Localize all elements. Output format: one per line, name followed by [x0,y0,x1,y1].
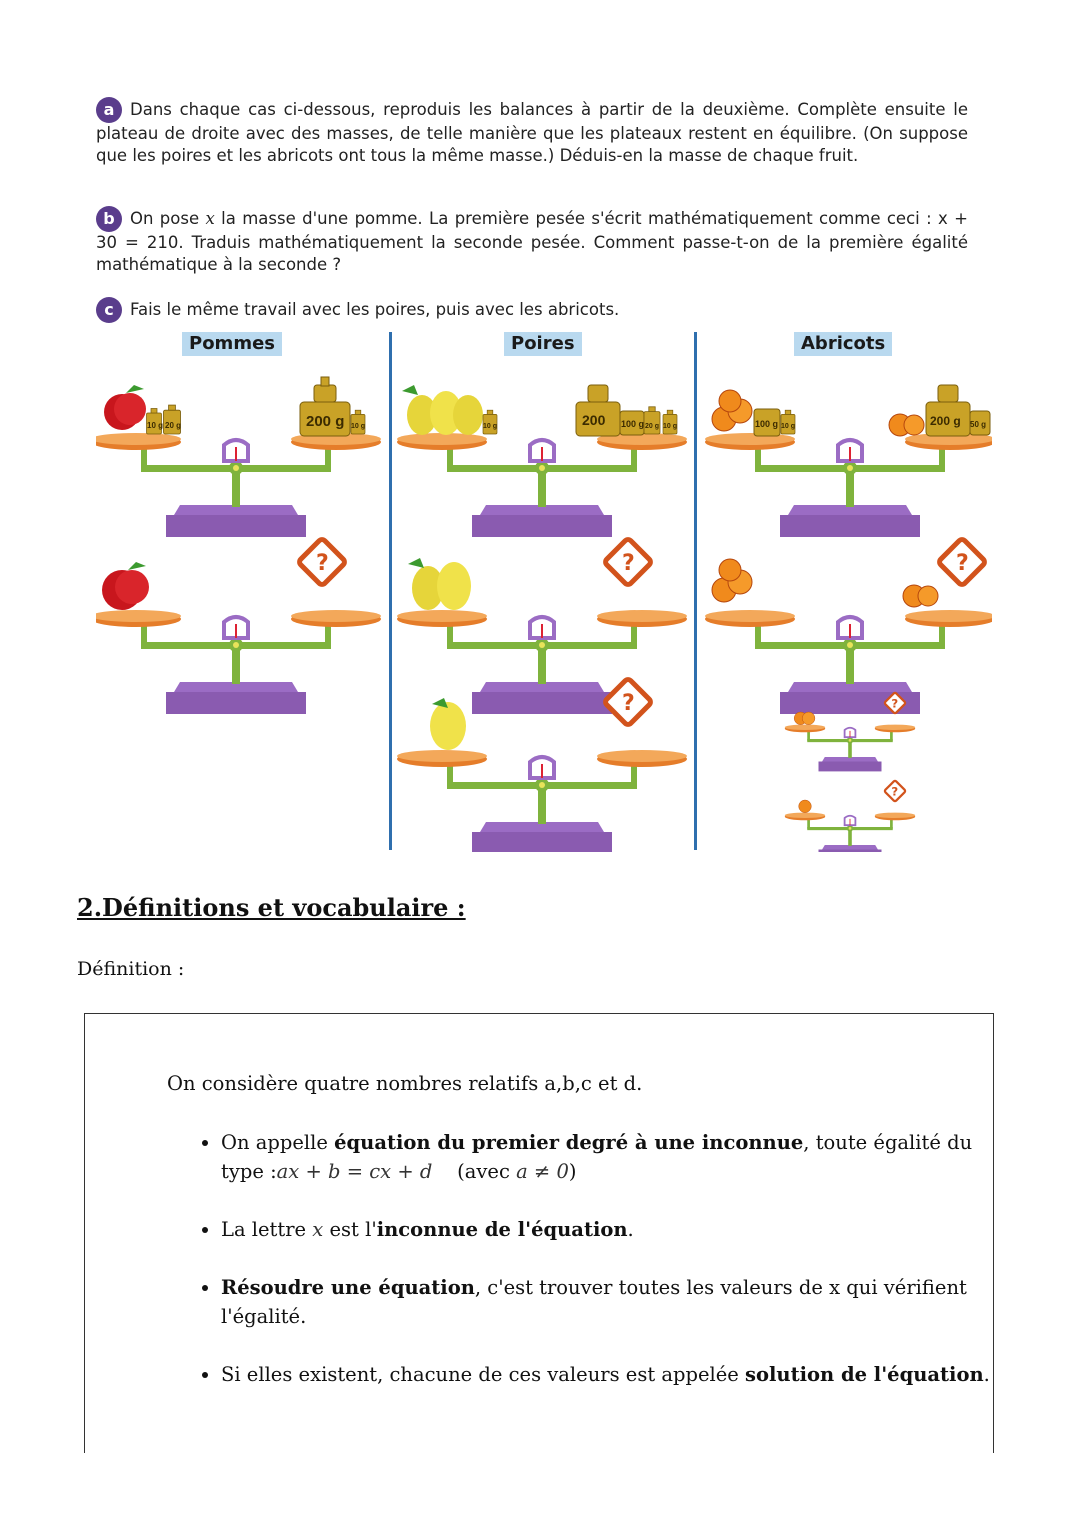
item3-bold: Résoudre une équation [221,1276,475,1299]
item1-condition-2: ) [568,1160,577,1183]
pommes-unknown: ? [316,551,329,576]
badge-c: c [96,297,122,323]
abricots-unknown-1: ? [956,551,969,576]
poires-scale-1: 10 g 200 100 g 20 g 10 g [395,384,689,539]
weight-abricots-10: 10 g [781,423,795,430]
weight-poires-10b: 10 g [663,423,677,430]
exercise-b-text-1: On pose [130,209,206,228]
weight-pommes-20: 20 g [165,421,181,430]
item4-text: Si elles existent, chacune de ces valeur… [221,1363,746,1386]
pommes-scale-1: 10 g 20 g 200 g 10 g [96,376,383,539]
poires-scale-3: ? [395,678,689,852]
definition-item-equation: On appelle équation du premier degré à u… [221,1128,991,1186]
abricots-scale-2: ? [703,538,992,716]
column-label-pommes: Pommes [182,332,282,356]
weight-poires-100: 100 g [621,419,644,429]
item2-variable: x [312,1218,324,1241]
item2-text-3: . [627,1218,634,1241]
item1-text-2: , toute égalité du type : [221,1131,973,1183]
exercise-c-text: Fais le même travail avec les poires, pu… [130,300,620,319]
badge-b: b [96,206,122,232]
exercise-a-text: Dans chaque cas ci-dessous, reproduis le… [96,100,968,165]
column-label-abricots: Abricots [794,332,893,356]
exercise-b-equation: x + 30 = 210 [96,209,968,252]
item3-text: , c'est trouver toutes les valeurs de x … [221,1276,967,1328]
item1-condition-math: a ≠ 0 [516,1160,569,1183]
section-title: 2.Définitions et vocabulaire : [77,893,466,922]
abricots-unknown-2: ? [891,697,898,711]
poires-unknown-2: ? [622,691,635,716]
item1-formula: ax + b = cx + d [276,1160,433,1183]
exercise-b-text-2: la masse d'une pomme. La première pesée … [214,209,939,228]
poires-unknown-1: ? [622,551,635,576]
balances-illustration: 10 g 20 g 200 g 10 g ? 10 g [96,376,992,852]
definition-box: On considère quatre nombres relatifs a,b… [84,1013,994,1453]
item1-text-1: On appelle [221,1131,335,1154]
weight-poires-10: 10 g [483,423,497,430]
abricots-scale-1: 100 g 10 g 200 g 50 g [703,384,992,539]
definition-item-solve: Résoudre une équation, c'est trouver tou… [221,1273,991,1331]
weight-pommes-10b: 10 g [351,423,365,430]
weight-poires-20: 20 g [645,423,659,430]
weight-poires-200: 200 [582,412,606,428]
column-separator-2 [694,332,697,850]
definition-item-unknown: La lettre x est l'inconnue de l'équation… [221,1215,991,1244]
abricots-scale-4: ? [783,779,917,852]
item4-bold: solution de l'équation [745,1363,984,1386]
weight-pommes-10: 10 g [147,421,163,430]
item2-bold: inconnue de l'équation [376,1218,628,1241]
badge-a: a [96,97,122,123]
exercise-b-variable: x [205,209,215,228]
weight-abricots-200: 200 g [930,414,961,428]
abricots-scale-3: ? [783,691,917,773]
item2-text-1: La lettre [221,1218,313,1241]
exercise-b: b On pose x la masse d'une pomme. La prem… [96,206,968,276]
definition-list: On appelle équation du premier degré à u… [199,1128,991,1418]
weight-abricots-100: 100 g [755,419,778,429]
column-separator-1 [389,332,392,850]
abricots-unknown-3: ? [891,785,898,799]
exercise-c: c Fais le même travail avec les poires, p… [96,297,968,323]
definition-label: Définition : [77,958,185,980]
definition-intro: On considère quatre nombres relatifs a,b… [167,1072,643,1095]
weight-pommes-200: 200 g [306,413,344,430]
item2-text-2: est l' [323,1218,377,1241]
item1-bold: équation du premier degré à une inconnue [334,1131,804,1154]
pommes-scale-2: ? [96,538,383,716]
weight-abricots-50: 50 g [970,420,986,429]
item4-end: . [983,1363,990,1386]
exercise-b-text-3: . Traduis mathématiquement la seconde pe… [96,233,968,274]
item1-condition-1: (avec [457,1160,517,1183]
column-label-poires: Poires [504,332,582,356]
poires-scale-2: ? [395,538,689,716]
balances-figure: 10 g 20 g 200 g 10 g ? 10 g [96,330,992,852]
definition-item-solution: Si elles existent, chacune de ces valeur… [221,1360,991,1389]
